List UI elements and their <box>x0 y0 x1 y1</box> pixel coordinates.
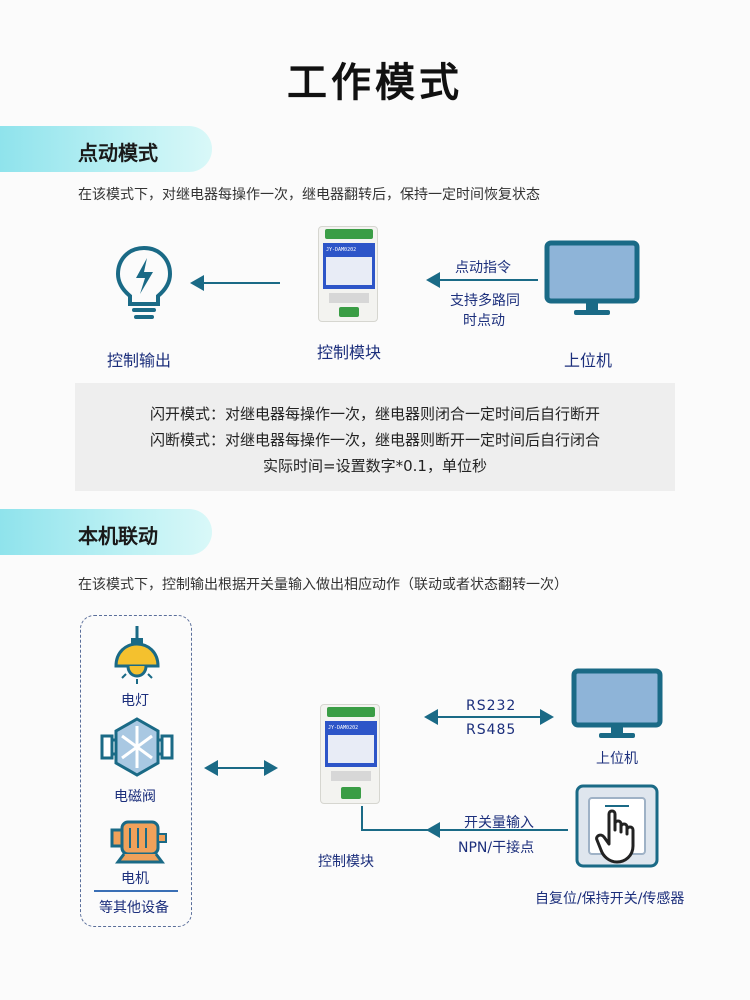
host-label-2: 上位机 <box>596 751 638 767</box>
info-line-flash-on: 闪开模式：对继电器每操作一次，继电器则闭合一定时间后自行断开 <box>149 405 600 423</box>
module-label: 控制模块 <box>317 343 382 362</box>
section-heading-jog: 点动模式 <box>78 141 158 165</box>
control-module-device: JY-DAM0202 <box>318 226 378 322</box>
motor-label: 电机 <box>121 871 149 887</box>
monitor-icon <box>544 240 640 315</box>
motor-icon <box>110 820 167 864</box>
rs485-label: RS485 <box>466 722 517 738</box>
solenoid-valve-icon <box>100 717 174 777</box>
info-line-time-formula: 实际时间=设置数字*0.1，单位秒 <box>263 457 487 475</box>
lightbulb-icon <box>115 245 173 319</box>
info-line-flash-off: 闪断模式：对继电器每操作一次，继电器则断开一定时间后自行闭合 <box>149 431 600 449</box>
switch-input-label: 开关量输入 <box>464 815 534 831</box>
switch-input-line <box>361 806 568 831</box>
section-pill-linkage <box>0 509 212 555</box>
device-model-label: JY-DAM0202 <box>328 725 359 731</box>
command-label: 点动指令 <box>455 260 511 276</box>
multi-channel-label-2: 时点动 <box>463 313 505 329</box>
module-label-2: 控制模块 <box>318 854 374 870</box>
section-pill-jog <box>0 126 212 172</box>
device-model-label: JY-DAM0202 <box>326 247 357 253</box>
valve-label: 电磁阀 <box>114 789 156 805</box>
lamp-label: 电灯 <box>121 693 149 709</box>
monitor-icon <box>571 668 663 738</box>
rs232-label: RS232 <box>466 698 517 714</box>
push-switch-icon <box>575 784 659 868</box>
multi-channel-label-1: 支持多路同 <box>450 293 520 309</box>
others-divider <box>94 890 178 892</box>
section-description-linkage: 在该模式下，控制输出根据开关量输入做出相应动作（联动或者状态翻转一次） <box>78 577 568 593</box>
page-title: 工作模式 <box>287 60 463 106</box>
output-label: 控制输出 <box>107 351 172 370</box>
host-label: 上位机 <box>564 351 613 370</box>
switch-caption: 自复位/保持开关/传感器 <box>535 891 685 907</box>
section-heading-linkage: 本机联动 <box>78 524 158 548</box>
equipment-group-box <box>80 615 192 927</box>
npn-label: NPN/干接点 <box>458 840 535 856</box>
section-description-jog: 在该模式下，对继电器每操作一次，继电器翻转后，保持一定时间恢复状态 <box>78 187 540 203</box>
info-box <box>75 383 675 491</box>
control-module-device: JY-DAM0202 <box>320 704 380 804</box>
lamp-icon <box>114 626 160 684</box>
others-label: 等其他设备 <box>99 900 169 916</box>
